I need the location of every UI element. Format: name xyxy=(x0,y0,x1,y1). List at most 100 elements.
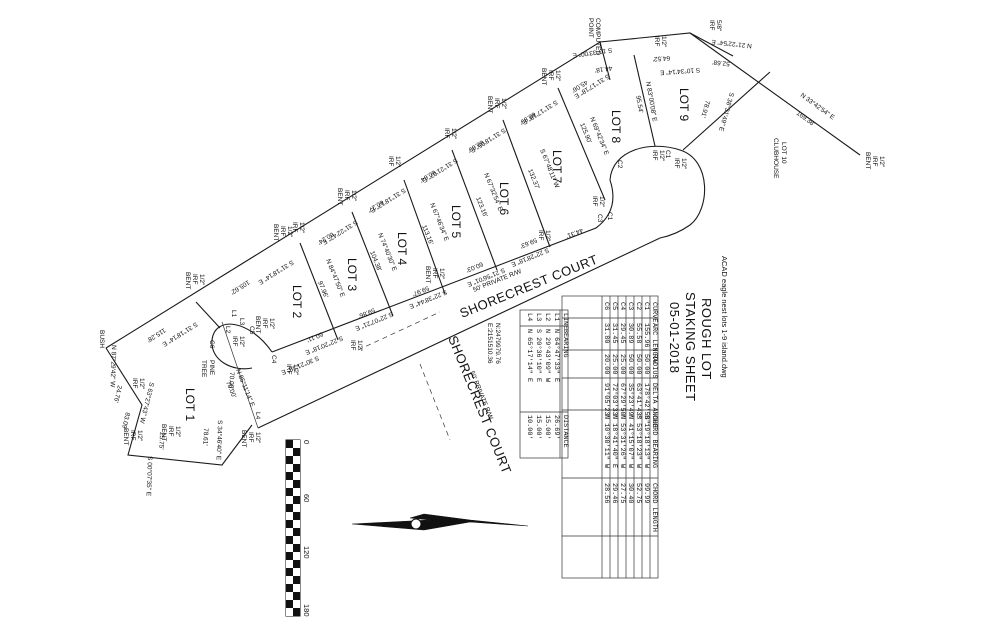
brg-tr-1: 52.68' xyxy=(712,58,730,67)
scale-block xyxy=(286,472,293,480)
pin-d-irf: IRF xyxy=(443,128,450,139)
curve-c1a: C1 xyxy=(664,150,671,159)
line-l3: L3 xyxy=(238,318,245,326)
pin-k-bent: BENT xyxy=(122,428,129,445)
scale-120: 120 xyxy=(302,546,311,559)
brg-l87-0: N 69°42'34" E xyxy=(588,116,611,157)
brg-top-15: 105.62' xyxy=(229,278,251,295)
pin-o-bent: BENT xyxy=(254,316,261,333)
curve-table-cell: 55.58 xyxy=(634,323,642,343)
brg-front-1: S 22°28'18" E xyxy=(509,246,550,269)
brg-top-1: 44.18' xyxy=(594,64,612,73)
scale-block xyxy=(293,592,300,600)
brg-front-4: 60.03' xyxy=(465,260,484,273)
lot2-curve xyxy=(211,323,273,370)
street-name-bottom: SHORECREST COURT xyxy=(445,334,514,477)
scale-block xyxy=(286,584,293,592)
line-table-header: DISTANCE xyxy=(561,415,569,448)
curve-table-cell: 50.00 xyxy=(626,354,634,374)
pin-right-bent: BENT xyxy=(864,152,871,169)
pin-a-size: 1/2" xyxy=(660,36,667,48)
scale-block xyxy=(286,488,293,496)
lot-9-label: LOT 9 xyxy=(677,88,691,121)
pin-n-irf: IRF xyxy=(231,336,238,347)
scale-block xyxy=(293,528,300,536)
pin-b-bent: BENT xyxy=(540,68,547,85)
curve-table-header: RADIUS xyxy=(650,354,658,378)
line-table-cell: L4 xyxy=(525,313,533,321)
brg-left-1: 24.76' xyxy=(112,385,123,404)
line-l4: L4 xyxy=(254,412,261,420)
pin-p-size: 1/2" xyxy=(292,364,299,376)
curve-table-cell: S 53°18'23" W xyxy=(634,415,643,469)
line-table-cell: S 20°36'10" E xyxy=(534,329,543,382)
curve-table-cell: 35°23'49" xyxy=(626,383,635,420)
curve-table-cell: 155.96 xyxy=(642,323,650,347)
brg-l54-1: 113.16' xyxy=(420,224,434,246)
pin-h-size: 1/2" xyxy=(286,226,293,238)
scale-block xyxy=(286,496,293,504)
pin-j-irf: IRF xyxy=(131,378,138,389)
scale-block xyxy=(286,528,293,536)
line-table-cell: N 64°47'33" E xyxy=(552,329,561,382)
curve-table-cell: 99.99 xyxy=(642,483,650,503)
street-dashed-b xyxy=(419,363,451,441)
scale-block xyxy=(293,496,300,504)
curve-table-cell: N 18°41'40" E xyxy=(610,415,619,468)
line-table-cell: L1 xyxy=(552,313,560,321)
clubhouse-line xyxy=(689,32,734,57)
line-table-frame xyxy=(519,309,569,459)
curve-table-cell: N 10°30'11" W xyxy=(602,415,611,469)
cul-de-sac xyxy=(609,145,706,239)
scale-block xyxy=(293,456,300,464)
line-table-cell: 15.00' xyxy=(543,415,551,439)
title-date: 05-01-2018 xyxy=(667,302,682,374)
pin-p-irf: IRF xyxy=(285,364,292,375)
scale-block xyxy=(293,488,300,496)
title-staking-sheet: STAKING SHEET xyxy=(683,292,698,402)
curve-table-cell: 50.00 xyxy=(642,354,650,374)
scale-block xyxy=(286,592,293,600)
lot-labels: LOT 1 LOT 2 LOT 3 LOT 4 LOT 5 LOT 6 LOT … xyxy=(183,88,787,421)
left-boundary-line xyxy=(105,347,253,466)
lot-5-label: LOT 5 xyxy=(449,205,463,238)
pin-f-irf: IRF xyxy=(343,190,350,201)
lot9-right-line xyxy=(682,71,771,151)
curve-table-cell: 29.45 xyxy=(618,323,626,343)
lot-line-1-2 xyxy=(195,301,221,329)
line-table-cell: N 65°17'14" E xyxy=(525,329,534,382)
lot-line-4-5 xyxy=(403,179,446,295)
pin-l-irf: IRF xyxy=(167,426,174,437)
title-rough-lot: ROUGH LOT xyxy=(699,298,714,380)
pin-f-bent: BENT xyxy=(336,188,343,205)
pin-s-irf: IRF xyxy=(537,230,544,241)
curve-table-cell: S 19°18'13" W xyxy=(642,415,651,469)
scale-block xyxy=(293,608,300,616)
lot-6-label: LOT 6 xyxy=(497,182,511,215)
scale-block xyxy=(293,568,300,576)
scale-block xyxy=(286,536,293,544)
scale-block xyxy=(293,472,300,480)
scale-block xyxy=(286,600,293,608)
scale-block xyxy=(286,512,293,520)
scale-block xyxy=(293,504,300,512)
curve-c2: C2 xyxy=(616,160,623,169)
street-dashed-a xyxy=(357,311,441,351)
pin-u-irf: IRF xyxy=(651,150,658,161)
pin-r-irf: IRF xyxy=(431,268,438,279)
pin-s-size: 1/2" xyxy=(544,230,551,242)
computed-point-1: COMPUTED xyxy=(594,18,601,56)
brg-top-0: S 10°33'00" E xyxy=(571,46,613,60)
pin-i-size: 1/2" xyxy=(198,274,205,286)
street-front-line xyxy=(271,179,614,353)
curve-table-cell: 27.75 xyxy=(618,483,626,503)
curve-table-cell: 178°42'58" xyxy=(642,383,651,424)
curve-table-header: CURVE xyxy=(650,302,658,322)
curve-table-cell: 29.46 xyxy=(610,483,618,503)
brg-top-16: S 31°18'14" E xyxy=(160,320,199,348)
pin-top-irf: IRF xyxy=(708,20,715,31)
line-table-cell: L2 xyxy=(543,313,551,321)
brg-left-3: 83.09' xyxy=(120,412,131,431)
line-l1: L1 xyxy=(230,310,237,318)
